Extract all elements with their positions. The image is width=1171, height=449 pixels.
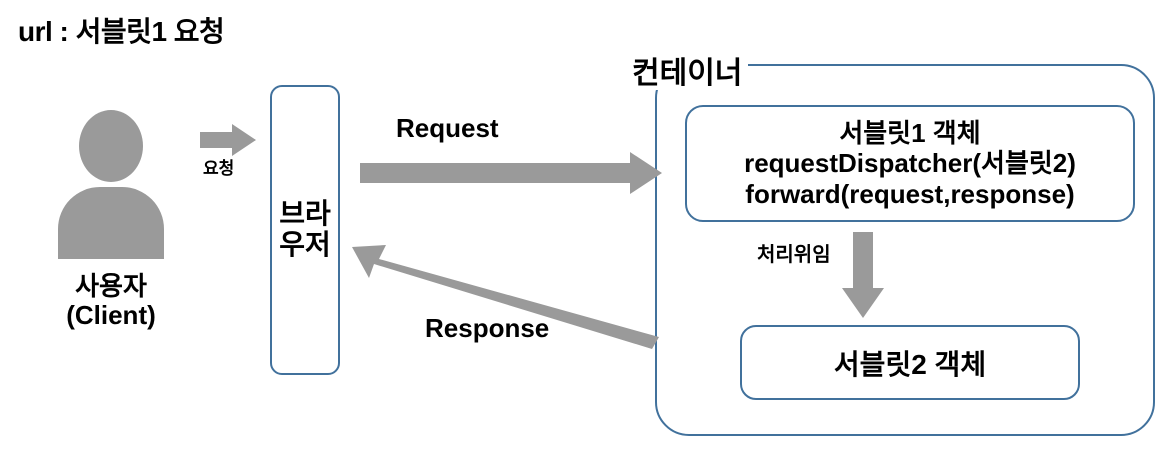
browser-label-line1: 브라 [279, 198, 331, 230]
page-title: url : 서블릿1 요청 [18, 16, 225, 47]
browser-label-line2: 우저 [279, 229, 331, 260]
browser-box: 브라 우저 [270, 85, 340, 375]
user-request-label: 요청 [203, 159, 235, 178]
servlet2-box: 서블릿2 객체 [740, 325, 1080, 400]
request-label: Request [396, 113, 499, 143]
servlet1-line1: 서블릿1 객체 [839, 118, 981, 149]
user-label-line1: 사용자 [75, 271, 147, 301]
person-icon [58, 110, 164, 268]
request-arrow-icon [360, 152, 662, 194]
servlet1-line2: requestDispatcher(서블릿2) [744, 148, 1076, 179]
servlet1-line3: forward(request,response) [745, 178, 1075, 209]
browser-label: 브라 우저 [272, 198, 338, 261]
person-head-icon [79, 110, 143, 182]
container-label: 컨테이너 [626, 58, 749, 90]
user-label: 사용자 (Client) [50, 271, 172, 331]
servlet2-line1: 서블릿2 객체 [833, 348, 987, 380]
user-label-line2: (Client) [66, 300, 156, 331]
delegate-label: 처리위임 [757, 244, 831, 266]
person-body-icon [58, 187, 164, 259]
servlet1-box: 서블릿1 객체 requestDispatcher(서블릿2) forward(… [685, 105, 1135, 222]
request-short-arrow-icon [200, 124, 256, 156]
response-label: Response [425, 313, 550, 343]
